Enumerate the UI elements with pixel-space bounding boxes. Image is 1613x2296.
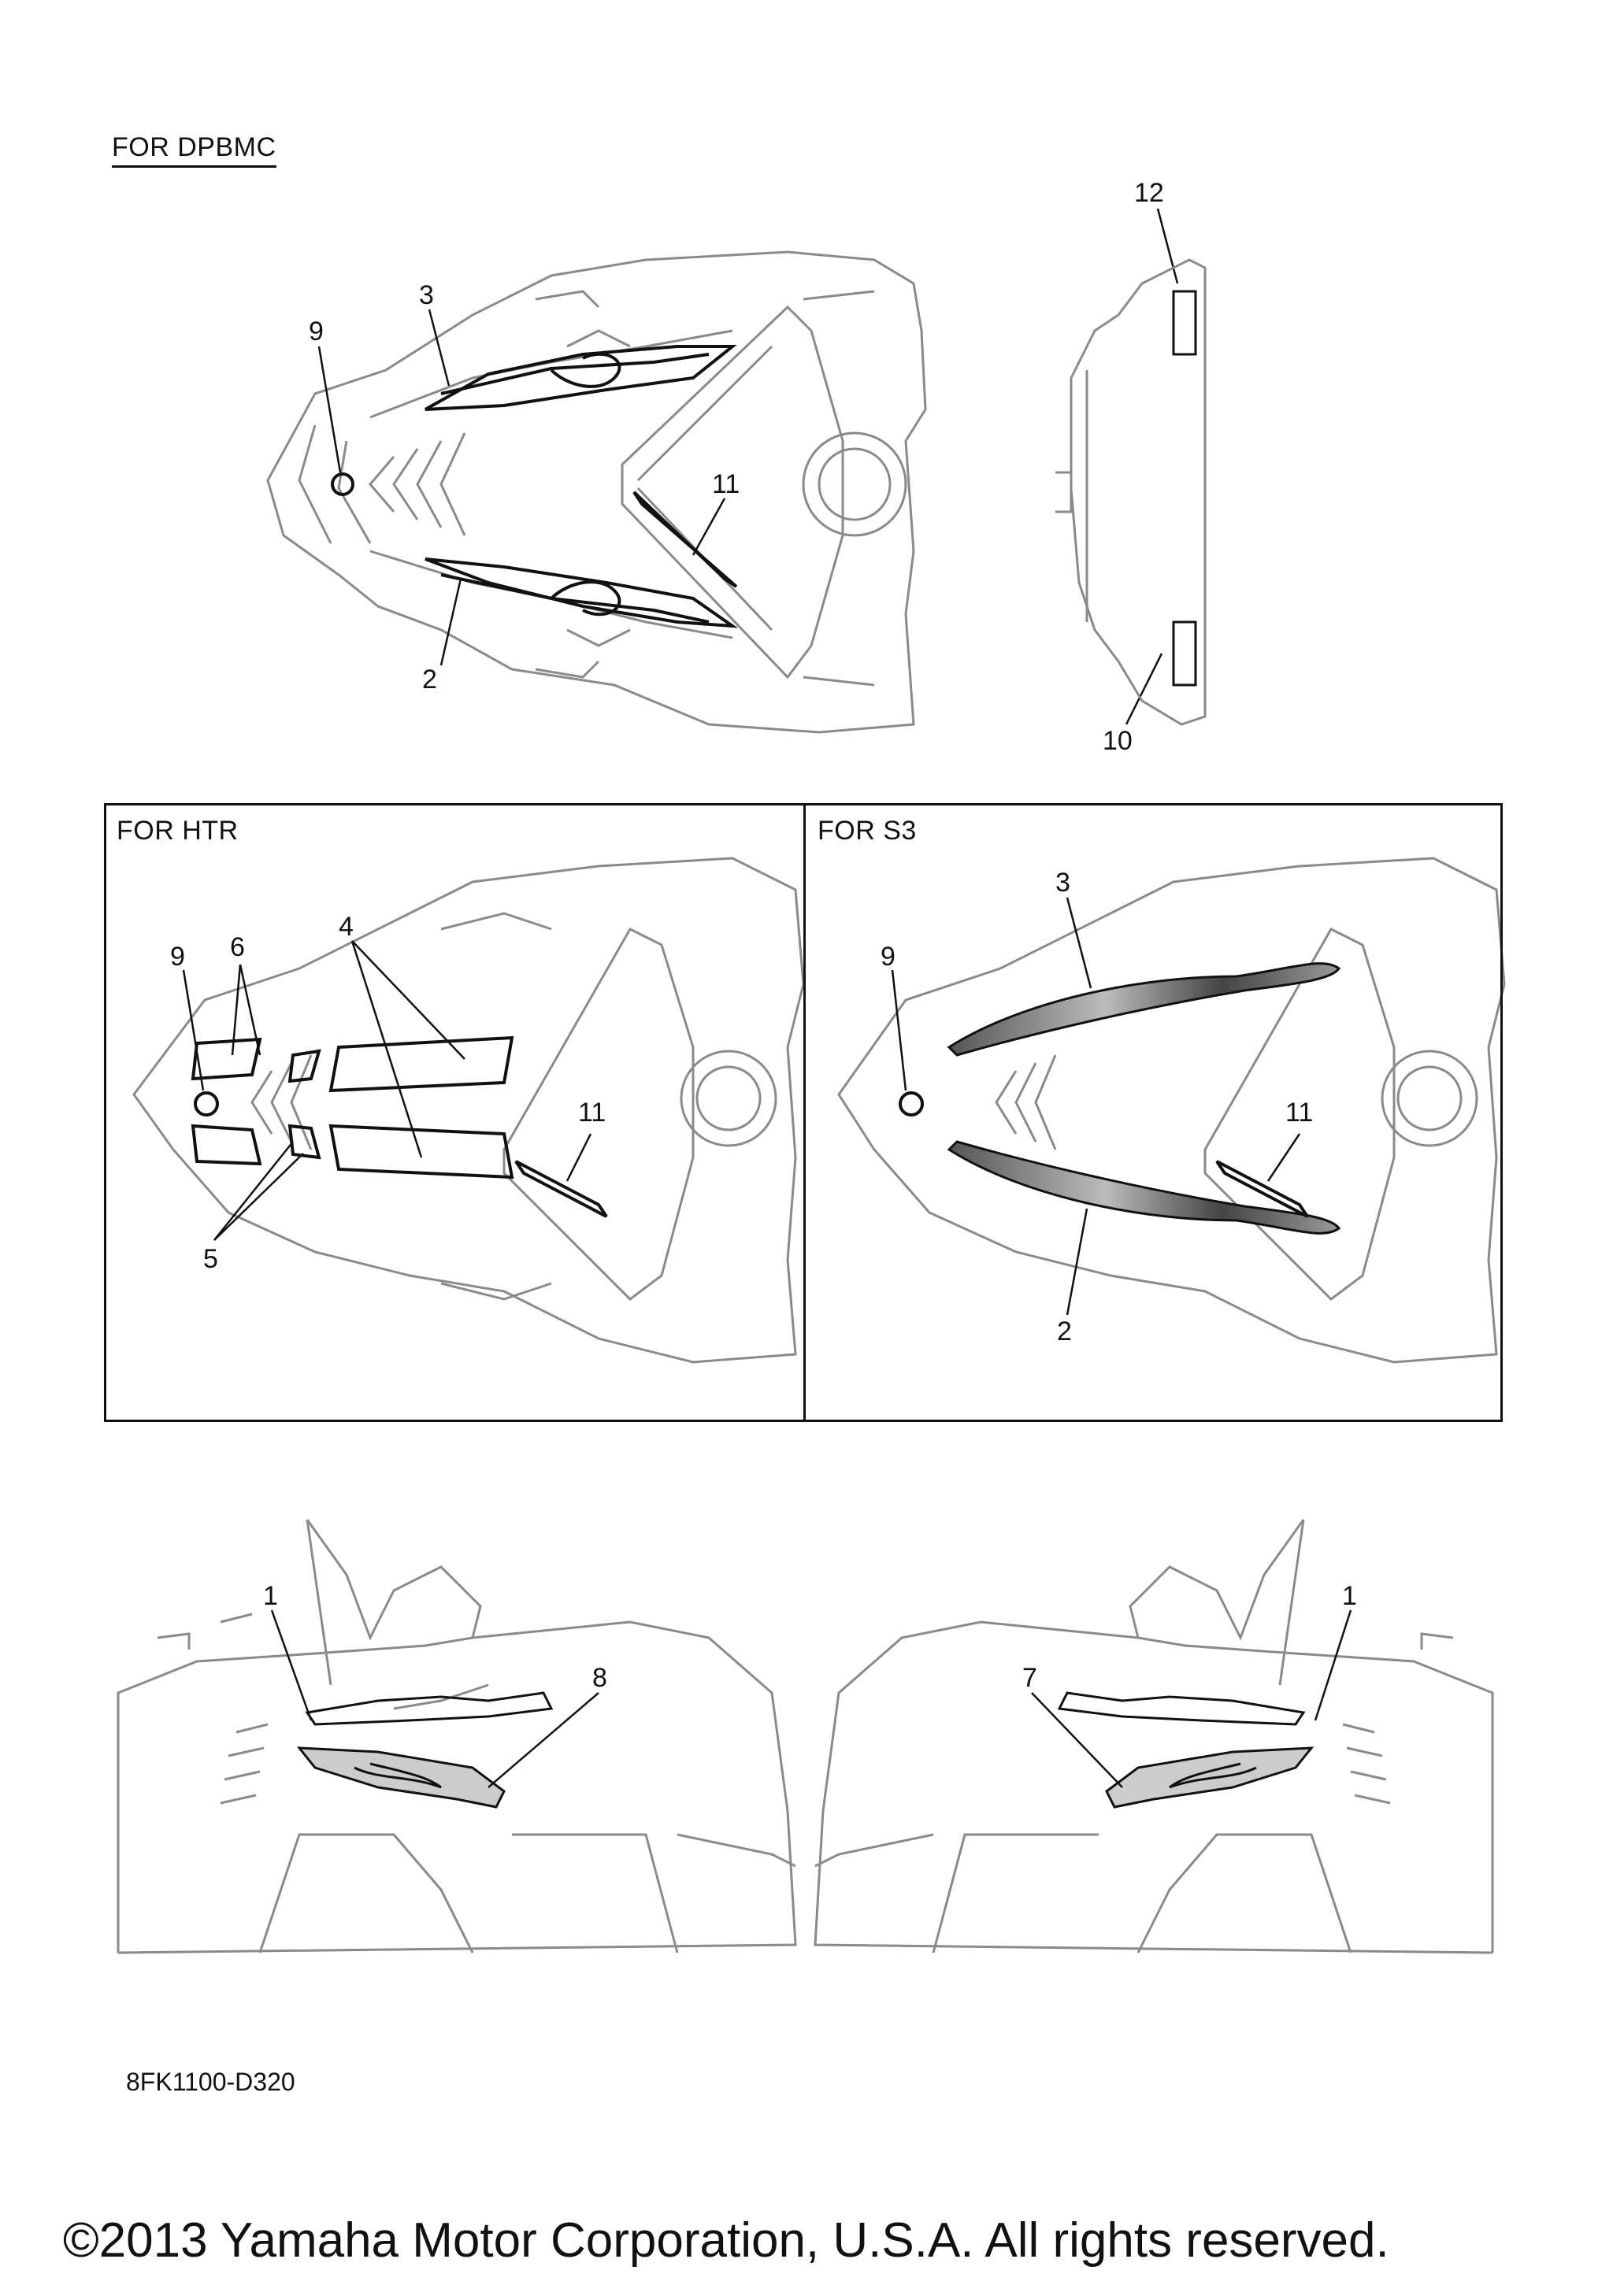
right-leader-lines: [1031, 1609, 1352, 1788]
left-leader-lines: [270, 1609, 599, 1788]
callout-s3-3: 3: [1055, 868, 1070, 898]
callout-htr-4: 4: [339, 912, 354, 942]
htr-leader-lines: [182, 940, 592, 1241]
htr-hood-outline: [132, 857, 805, 1364]
callout-dpbmc-2: 2: [422, 665, 437, 694]
left-side-view: [117, 1519, 797, 1954]
callout-s3-9: 9: [881, 942, 895, 972]
right-side-view: [814, 1519, 1494, 1954]
callout-dpbmc-9: 9: [309, 317, 324, 346]
drawing-code: 8FK1100-D320: [126, 2068, 295, 2096]
callout-htr-11: 11: [578, 1098, 606, 1128]
callout-dpbmc-12: 12: [1134, 178, 1164, 208]
section-title-dpbmc: FOR DPBMC: [112, 134, 276, 168]
callout-s3-11: 11: [1285, 1098, 1314, 1128]
section-title-htr: FOR HTR: [117, 816, 239, 846]
callout-dpbmc-10: 10: [1103, 726, 1133, 756]
callout-side-1-left: 1: [263, 1581, 278, 1611]
callout-s3-2: 2: [1057, 1316, 1072, 1346]
section-title-s3: FOR S3: [818, 816, 917, 846]
callout-dpbmc-3: 3: [419, 280, 434, 310]
callout-htr-9: 9: [170, 942, 185, 972]
dpbmc-chevrons: [369, 432, 466, 536]
s3-leader-lines: [891, 897, 1301, 1316]
left-side-decals: [296, 1691, 554, 1809]
s3-chevrons: [995, 1054, 1057, 1150]
copyright-notice: ©2013 Yamaha Motor Corporation, U.S.A. A…: [63, 2213, 1389, 2268]
callout-side-8: 8: [592, 1663, 607, 1693]
right-side-decals: [1057, 1691, 1315, 1809]
dpbmc-side-part: [1055, 258, 1207, 726]
callout-htr-6: 6: [230, 932, 245, 962]
callout-dpbmc-11: 11: [712, 469, 740, 499]
panel-divider: [803, 803, 806, 1422]
callout-side-1-right: 1: [1342, 1581, 1357, 1611]
dpbmc-decals: [331, 345, 739, 628]
s3-flame-decals: [899, 962, 1341, 1235]
htr-decals: [191, 1035, 608, 1218]
callout-side-7: 7: [1022, 1663, 1037, 1693]
callout-htr-5: 5: [203, 1244, 218, 1274]
htr-chevrons: [250, 1054, 313, 1150]
dpbmc-leader-lines: [317, 208, 1179, 725]
dpbmc-hood-outline: [266, 250, 927, 734]
